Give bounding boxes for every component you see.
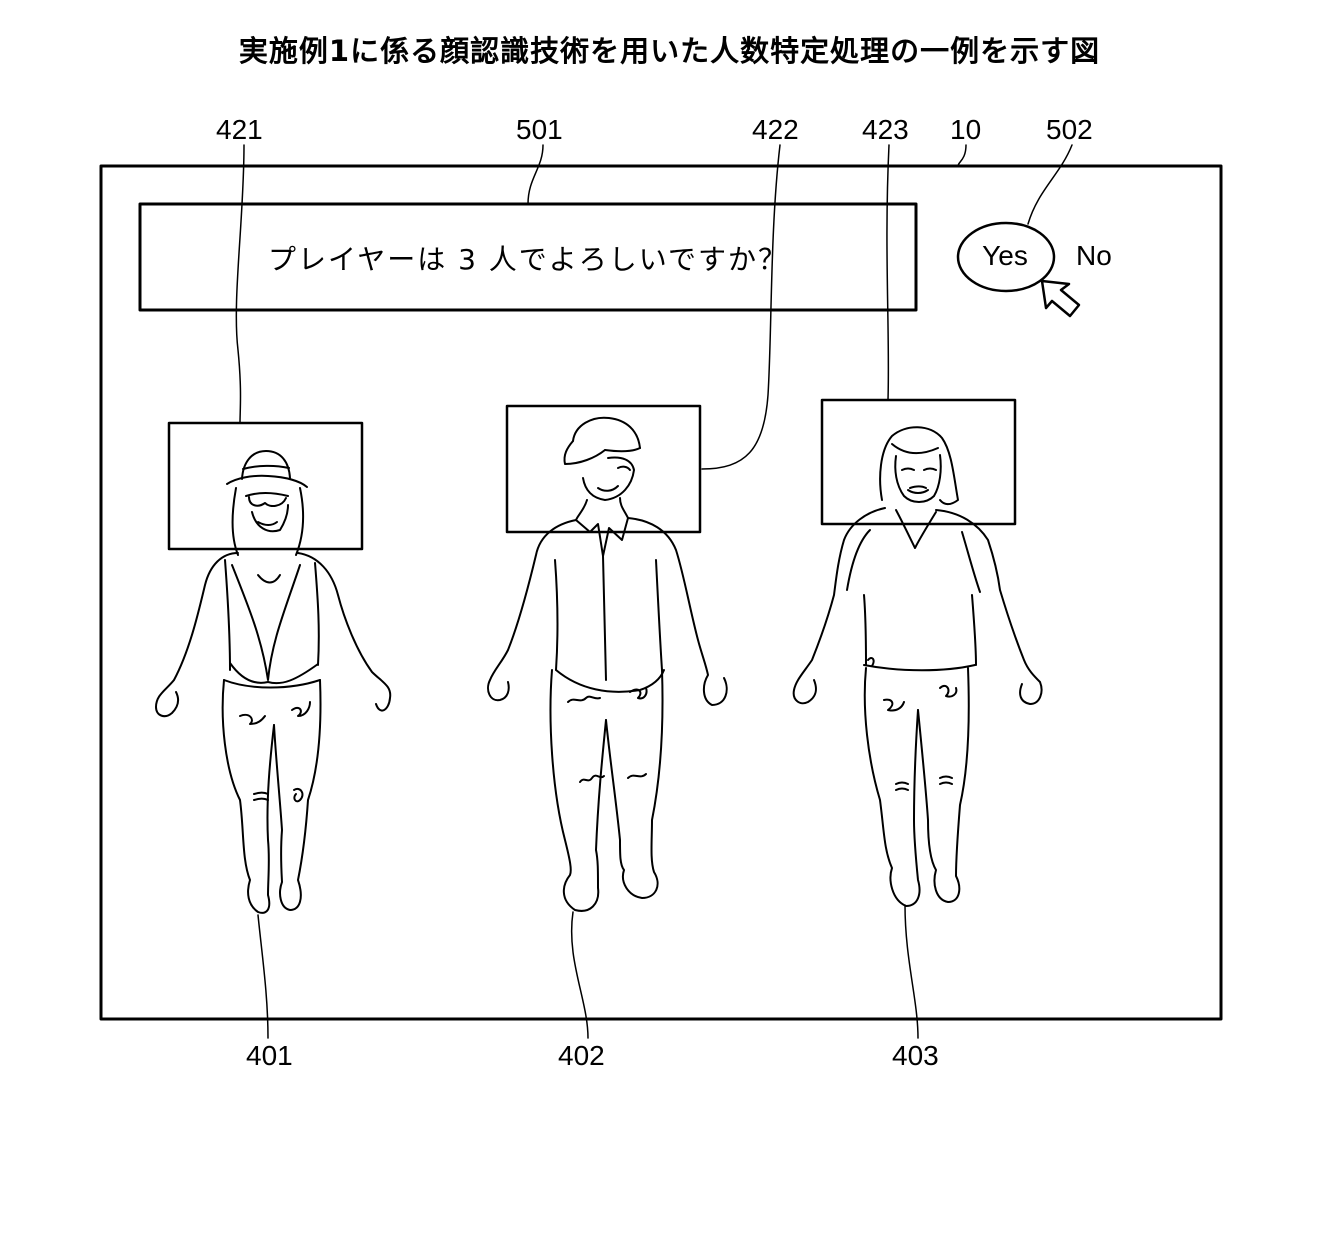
person-403-figure — [794, 427, 1042, 906]
yes-button[interactable]: Yes — [958, 240, 1052, 272]
person-401-figure — [156, 451, 390, 913]
ref-label-402: 402 — [558, 1042, 605, 1070]
ref-label-401: 401 — [246, 1042, 293, 1070]
ref-label-403: 403 — [892, 1042, 939, 1070]
ref-label-10: 10 — [950, 116, 981, 144]
leader-10 — [958, 145, 966, 166]
cursor-arrow-icon — [1042, 281, 1079, 316]
figure-title: 実施例1に係る顔認識技術を用いた人数特定処理の一例を示す図 — [0, 28, 1339, 70]
face-box-422 — [507, 406, 700, 532]
no-button[interactable]: No — [1076, 240, 1112, 272]
face-box-423 — [822, 400, 1015, 524]
ref-label-423: 423 — [862, 116, 909, 144]
leader-501 — [528, 145, 543, 204]
leader-421 — [236, 145, 244, 423]
leader-502 — [1028, 145, 1072, 224]
leader-lines — [236, 145, 1072, 1038]
ref-label-502: 502 — [1046, 116, 1093, 144]
ref-label-422: 422 — [752, 116, 799, 144]
ref-label-501: 501 — [516, 116, 563, 144]
dialog-prompt: プレイヤーは 3 人でよろしいですか？ — [140, 238, 916, 278]
person-402-figure — [488, 418, 727, 911]
leader-422 — [702, 145, 780, 469]
ref-label-421: 421 — [216, 116, 263, 144]
